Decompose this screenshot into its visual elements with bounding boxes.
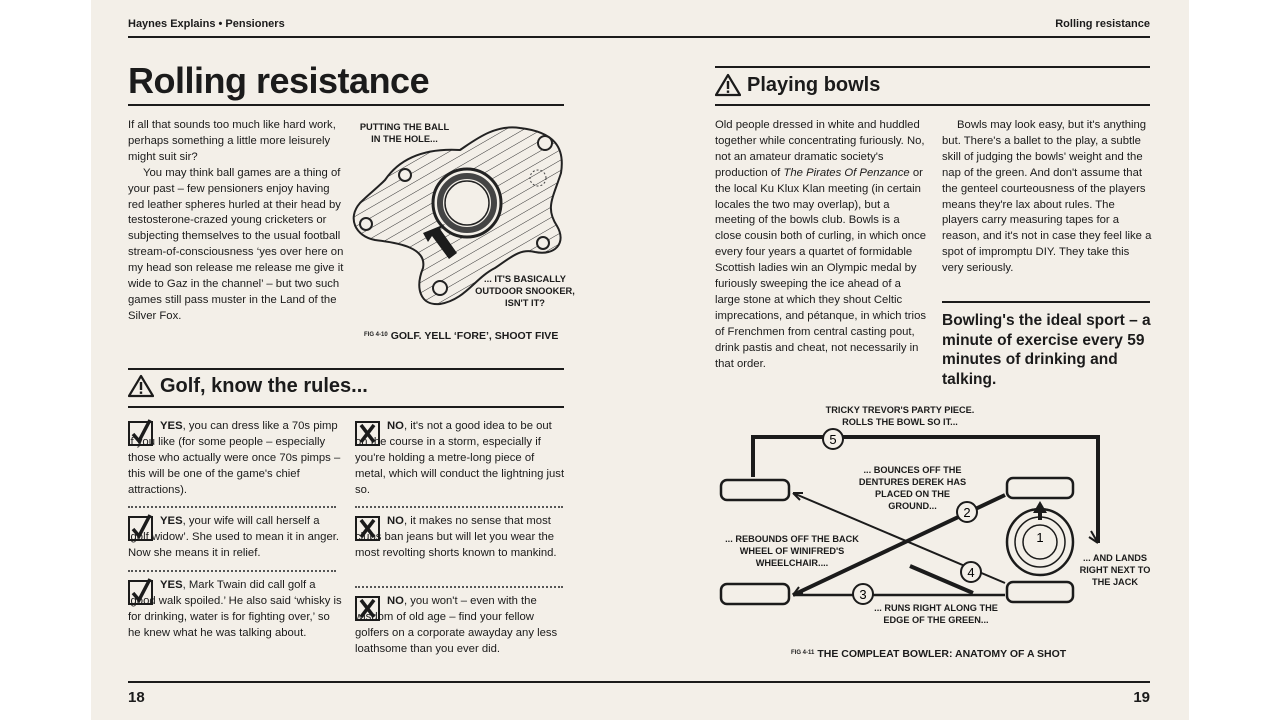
running-header-right: Rolling resistance bbox=[1055, 18, 1150, 30]
rule-yes-1: YES, you can dress like a 70s pimp if yo… bbox=[128, 420, 341, 496]
section-rule-top bbox=[128, 368, 564, 370]
bowls-column-1: Old people dressed in white and huddled … bbox=[715, 119, 926, 370]
intro-paragraph: You may think ball games are a thing of … bbox=[128, 166, 344, 322]
section-title: Golf, know the rules... bbox=[160, 374, 368, 397]
rule-no-1: NO, it's not a good idea to be out on th… bbox=[355, 420, 565, 496]
rule-no-3: NO, you won't – even with the wisdom of … bbox=[355, 595, 558, 655]
page-number-left: 18 bbox=[128, 689, 145, 706]
diagram-label-edge: ... RUNS RIGHT ALONG THE EDGE OF THE GRE… bbox=[874, 603, 998, 625]
intro-text: If all that sounds too much like hard wo… bbox=[128, 118, 346, 325]
section-rule-bottom bbox=[128, 406, 564, 408]
page-title: Rolling resistance bbox=[128, 60, 430, 101]
step-1-label: 1 bbox=[1036, 530, 1043, 545]
diagram-label-bounce: ... BOUNCES OFF THE DENTURES DEREK HAS P… bbox=[858, 465, 967, 511]
bowls-section-heading: Playing bowls bbox=[715, 73, 880, 97]
dotted-divider bbox=[355, 586, 563, 588]
step-4-label: 4 bbox=[967, 565, 974, 580]
step-5-label: 5 bbox=[829, 432, 836, 447]
diagram-label-rebound: ... REBOUNDS OFF THE BACK WHEEL OF WINIF… bbox=[725, 534, 859, 568]
rule-yes-2: YES, your wife will call herself a ‘golf… bbox=[128, 515, 340, 559]
cross-box-icon bbox=[355, 596, 380, 621]
figure-title: THE COMPLEAT BOWLER: ANATOMY OF A SHOT bbox=[817, 648, 1067, 660]
diagram-label-top: TRICKY TREVOR'S PARTY PIECE. ROLLS THE B… bbox=[825, 405, 975, 427]
title-rule bbox=[128, 104, 564, 106]
running-header-left: Haynes Explains • Pensioners bbox=[128, 18, 285, 30]
pull-quote: Bowling's the ideal sport – a minute of … bbox=[942, 312, 1151, 388]
rule-no-2: NO, it makes no sense that most clubs ba… bbox=[355, 515, 557, 559]
section-rule-bottom bbox=[715, 104, 1150, 106]
figure-title: GOLF. YELL ‘FORE’, SHOOT FIVE bbox=[390, 330, 559, 342]
dotted-divider bbox=[128, 570, 336, 572]
warning-icon bbox=[715, 73, 741, 97]
dotted-divider bbox=[355, 506, 563, 508]
step-3-label: 3 bbox=[859, 587, 866, 602]
fig-caption-top: PUTTING THE BALL IN THE HOLE... bbox=[359, 122, 450, 144]
book-spread bbox=[91, 0, 1189, 720]
warning-icon bbox=[128, 374, 154, 398]
cross-box-icon bbox=[355, 421, 380, 446]
checkmark-box-icon bbox=[128, 578, 153, 605]
page-number-right: 19 bbox=[1133, 689, 1150, 706]
intro-paragraph: If all that sounds too much like hard wo… bbox=[128, 119, 336, 163]
rule-yes-3: YES, Mark Twain did call golf a ‘good wa… bbox=[128, 579, 342, 639]
golf-section-heading: Golf, know the rules... bbox=[128, 374, 368, 398]
fig-caption-bottom: ... IT'S BASICALLY OUTDOOR SNOOKER, ISN'… bbox=[475, 274, 575, 308]
pull-quote-rule bbox=[942, 301, 1150, 303]
dotted-divider bbox=[128, 506, 336, 508]
checkmark-box-icon bbox=[128, 419, 153, 446]
footer-rule bbox=[128, 681, 1150, 683]
checkmark-box-icon bbox=[128, 514, 153, 541]
figure-number: FIG 4-11 bbox=[791, 649, 815, 656]
header-rule bbox=[128, 36, 1150, 38]
figure-number: FIG 4-10 bbox=[364, 331, 388, 338]
cross-box-icon bbox=[355, 516, 380, 541]
bowls-column-2: Bowls may look easy, but it's anything b… bbox=[942, 119, 1152, 275]
section-rule-top bbox=[715, 66, 1150, 68]
bowls-shot-diagram: 5 2 4 3 1 bbox=[719, 428, 1100, 606]
section-title: Playing bowls bbox=[747, 73, 881, 96]
step-2-label: 2 bbox=[963, 505, 970, 520]
diagram-label-jack: ... AND LANDS RIGHT NEXT TO THE JACK bbox=[1079, 553, 1151, 587]
golf-green-illustration bbox=[352, 126, 563, 306]
